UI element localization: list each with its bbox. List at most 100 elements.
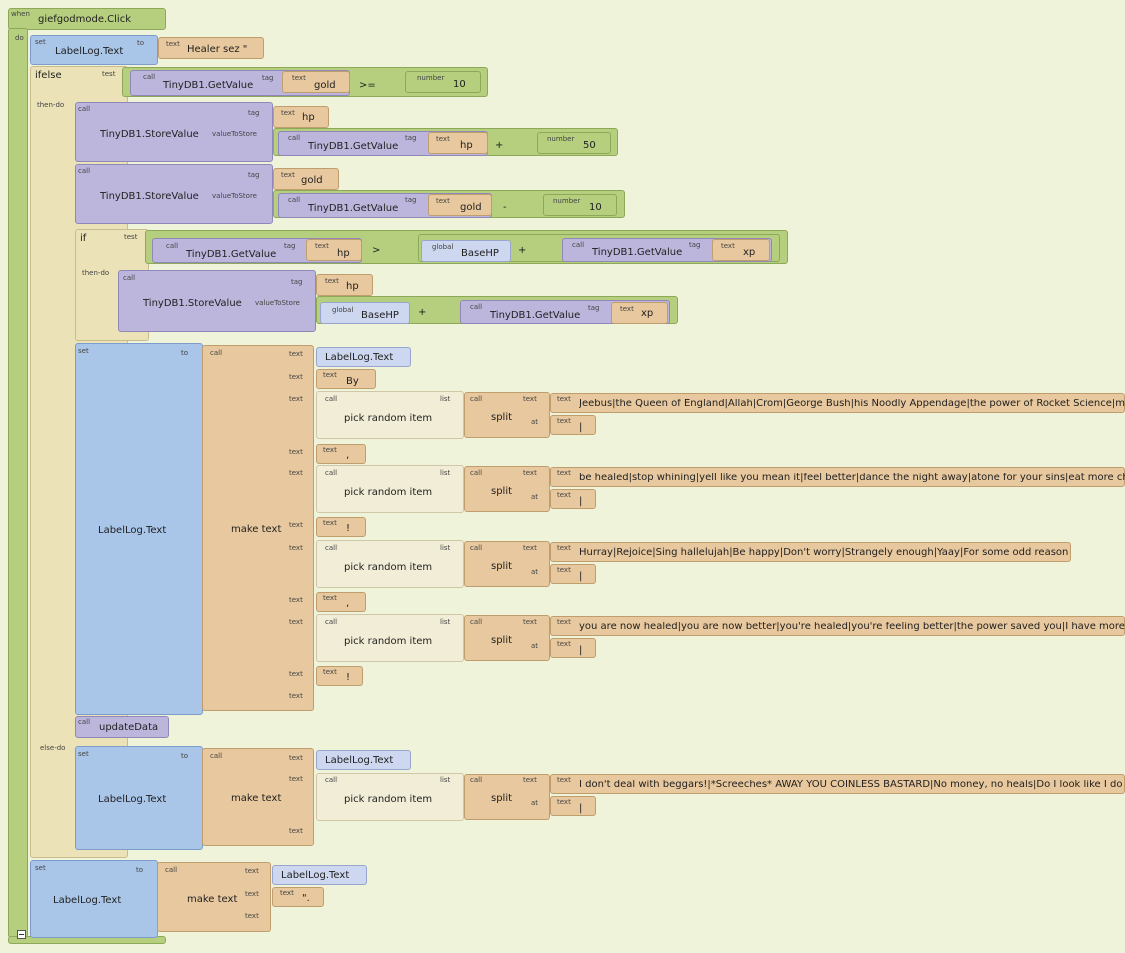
tag-kw: tag (284, 242, 296, 250)
text-kw: text (281, 171, 295, 179)
global-kw: global (432, 243, 454, 251)
number-value: 10 (453, 79, 466, 90)
call-kw: call (325, 776, 338, 784)
update-data-block[interactable] (75, 716, 169, 738)
text-value: gold (460, 202, 482, 213)
text-value: , (346, 598, 350, 609)
number-kw: number (553, 197, 581, 205)
text-block-xp[interactable] (611, 302, 668, 324)
socket-text-label: text (289, 544, 303, 552)
collapse-icon[interactable] (17, 930, 26, 939)
set-labellog-block-1[interactable] (30, 35, 158, 65)
labellog-text-getter[interactable] (316, 347, 411, 367)
split-label: split (491, 561, 513, 572)
call-kw: call (288, 196, 301, 204)
ifelse-label: ifelse (35, 70, 62, 81)
text-block-sep[interactable] (550, 415, 596, 435)
number-kw: number (547, 135, 575, 143)
pick-random-label: pick random item (344, 487, 433, 498)
list-kw: list (440, 618, 451, 626)
storevalue-block-gold[interactable] (75, 164, 273, 224)
storevalue-block-hp-cap[interactable] (118, 270, 316, 332)
text-block-bang[interactable] (316, 517, 366, 537)
text-block-xp[interactable] (712, 239, 770, 261)
text-block-by[interactable] (316, 369, 376, 389)
event-name: giefgodmode.Click (38, 14, 131, 25)
global-basehp-block[interactable] (421, 240, 511, 262)
storevalue-block-hp[interactable] (75, 102, 273, 162)
pick-random-block[interactable] (316, 540, 464, 588)
text-value: gold (301, 175, 323, 186)
split-block[interactable] (464, 392, 550, 438)
text-value: | (579, 422, 583, 433)
call-kw: call (165, 866, 178, 874)
set-labellog-block-2[interactable] (75, 343, 203, 715)
split-block[interactable] (464, 774, 550, 820)
text-value: you are now healed|you are now better|yo… (579, 622, 1125, 632)
socket-text-label: text (289, 618, 303, 626)
storevalue-label: TinyDB1.StoreValue (100, 191, 199, 202)
text-block-hp[interactable] (316, 274, 373, 296)
pick-random-block[interactable] (316, 614, 464, 662)
socket-text-label: text (289, 670, 303, 678)
text-block-sep[interactable] (550, 489, 596, 509)
tag-kw: tag (588, 304, 600, 312)
pick-random-label: pick random item (344, 794, 433, 805)
set-label: set (35, 864, 46, 872)
number-block-50[interactable] (537, 132, 611, 154)
event-block[interactable] (8, 8, 166, 30)
call-kw: call (288, 134, 301, 142)
pick-random-block[interactable] (316, 391, 464, 439)
text-block-sep[interactable] (550, 796, 596, 816)
getvalue-label: TinyDB1.GetValue (163, 80, 254, 91)
text-block-healer[interactable] (158, 37, 264, 59)
call-kw: call (166, 242, 179, 250)
getter-label: LabelLog.Text (325, 755, 394, 766)
text-block-hp[interactable] (273, 106, 329, 128)
text-kw: text (523, 395, 537, 403)
text-kw: text (523, 544, 537, 552)
text-block-sep[interactable] (550, 564, 596, 584)
pick-random-label: pick random item (344, 562, 433, 573)
text-block-sep[interactable] (550, 638, 596, 658)
list-kw: list (440, 544, 451, 552)
pick-random-block[interactable] (316, 465, 464, 513)
text-kw: text (325, 277, 339, 285)
labellog-text-getter[interactable] (272, 865, 367, 885)
number-block-10[interactable] (543, 194, 617, 216)
set-target: LabelLog.Text (55, 46, 124, 57)
number-block-10[interactable] (405, 71, 481, 93)
split-block[interactable] (464, 615, 550, 661)
text-block-gold[interactable] (428, 194, 492, 216)
text-block-gold[interactable] (273, 168, 339, 190)
text-kw: text (323, 668, 337, 676)
getvalue-label: TinyDB1.GetValue (308, 141, 399, 152)
text-block-cheer[interactable] (550, 542, 1071, 562)
socket-text-label: text (289, 521, 303, 529)
text-value: hp (302, 112, 315, 123)
test-label: test (124, 233, 138, 241)
split-block[interactable] (464, 466, 550, 512)
make-text-block[interactable] (202, 345, 314, 711)
valuetostore-kw: valueToStore (255, 299, 300, 307)
call-kw: call (470, 395, 483, 403)
text-block-comma[interactable] (316, 592, 366, 612)
text-block-comma[interactable] (316, 444, 366, 464)
make-text-block[interactable] (157, 862, 271, 932)
set-labellog-block-3[interactable] (75, 746, 203, 850)
text-block-period[interactable] (272, 887, 324, 907)
text-block-hp[interactable] (306, 239, 362, 261)
socket-text-label: text (245, 867, 259, 875)
global-basehp-block[interactable] (320, 302, 410, 324)
text-block-bang[interactable] (316, 666, 363, 686)
operator-plus: + (418, 307, 427, 318)
at-kw: at (531, 642, 539, 650)
text-kw: text (557, 417, 571, 425)
make-text-block[interactable] (202, 748, 314, 846)
then-do-label: then-do (37, 101, 65, 109)
split-block[interactable] (464, 541, 550, 587)
text-block-hp[interactable] (428, 132, 488, 154)
pick-random-block[interactable] (316, 773, 464, 821)
labellog-text-getter[interactable] (316, 750, 411, 770)
text-block-gold[interactable] (282, 71, 350, 93)
